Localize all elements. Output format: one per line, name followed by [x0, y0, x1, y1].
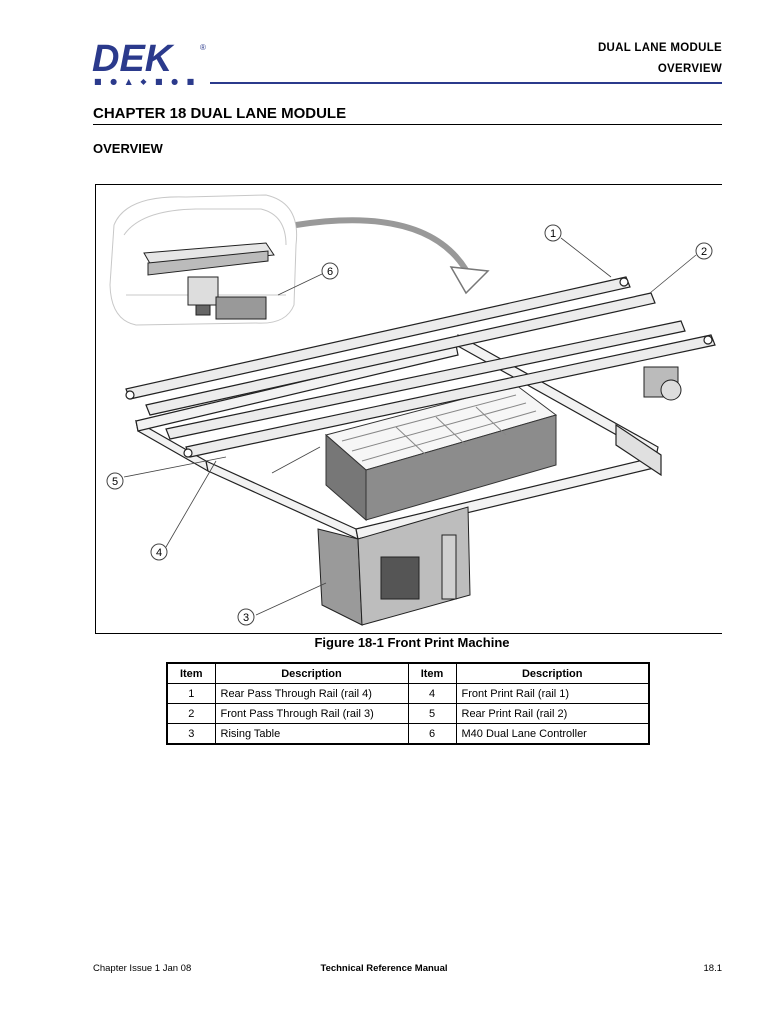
item-description: Rising Table — [214, 723, 409, 745]
item-description: Rear Print Rail (rail 2) — [455, 703, 650, 724]
svg-text:3: 3 — [243, 612, 249, 624]
table-row: 3 Rising Table 6 M40 Dual Lane Controlle… — [166, 723, 650, 745]
item-number: 4 — [407, 683, 457, 704]
item-description: M40 Dual Lane Controller — [455, 723, 650, 745]
svg-text:2: 2 — [701, 246, 707, 258]
item-description: Rear Pass Through Rail (rail 4) — [214, 683, 409, 704]
svg-text:6: 6 — [327, 266, 333, 278]
rail-3 — [145, 292, 656, 416]
footer-issue: Chapter Issue 1 Jan 08 — [93, 963, 192, 974]
leader-lines — [123, 237, 697, 616]
rising-table — [317, 506, 471, 626]
svg-text:1: 1 — [550, 228, 556, 240]
item-description: Front Pass Through Rail (rail 3) — [214, 703, 409, 724]
arrow-head — [449, 266, 490, 295]
header-description: Description — [455, 662, 650, 684]
footer-page-number: 18.1 — [703, 963, 723, 974]
callout-1: 1 — [544, 224, 562, 242]
print-table — [324, 384, 558, 522]
chapter-title: CHAPTER 18 DUAL LANE MODULE — [93, 105, 347, 122]
item-number: 6 — [407, 723, 457, 745]
brand-name: DEK — [92, 38, 175, 80]
item-number: 5 — [407, 703, 457, 724]
registered-mark: ® — [200, 43, 206, 52]
table-row: 1 Rear Pass Through Rail (rail 4) 4 Fron… — [166, 683, 650, 704]
svg-text:4: 4 — [156, 547, 162, 559]
item-number: 1 — [166, 683, 216, 704]
header-module-title: DUAL LANE MODULE — [597, 42, 722, 54]
curved-arrow — [295, 217, 469, 272]
item-number: 2 — [166, 703, 216, 724]
table-header-row: Item Description Item Description — [166, 662, 650, 684]
item-number: 3 — [166, 723, 216, 745]
table-row: 2 Front Pass Through Rail (rail 3) 5 Rea… — [166, 703, 650, 724]
machine-illustration: 1 2 3 4 5 6 — [106, 194, 716, 626]
rails — [125, 276, 716, 458]
machine-frame — [135, 334, 662, 541]
callout-3: 3 — [237, 608, 255, 626]
svg-text:5: 5 — [112, 476, 118, 488]
section-title: OVERVIEW — [93, 141, 163, 156]
header-item: Item — [166, 662, 216, 684]
brand-subline: ■ ● ▲ ◆ ■ ● ■ — [94, 77, 197, 86]
callout-6: 6 — [321, 262, 339, 280]
rail-2 — [165, 320, 686, 440]
header-rule — [210, 82, 722, 84]
header-item: Item — [407, 662, 457, 684]
callout-5: 5 — [106, 472, 124, 490]
chapter-rule — [93, 124, 722, 125]
callout-4: 4 — [150, 543, 168, 561]
figure-frame: 1 2 3 4 5 6 — [95, 184, 722, 634]
dek-logo: DEK ■ ● ▲ ◆ ■ ● ■ ® — [92, 38, 206, 86]
figure-caption: Figure 18-1 Front Print Machine — [314, 635, 510, 650]
callout-2: 2 — [695, 242, 713, 260]
footer-manual-title: Technical Reference Manual — [320, 963, 448, 974]
header-description: Description — [214, 662, 409, 684]
controller-assembly — [143, 242, 275, 320]
header-section-title: OVERVIEW — [657, 63, 722, 75]
item-description: Front Print Rail (rail 1) — [455, 683, 650, 704]
item-table: Item Description Item Description 1 Rear… — [166, 662, 650, 745]
motor — [643, 366, 682, 401]
